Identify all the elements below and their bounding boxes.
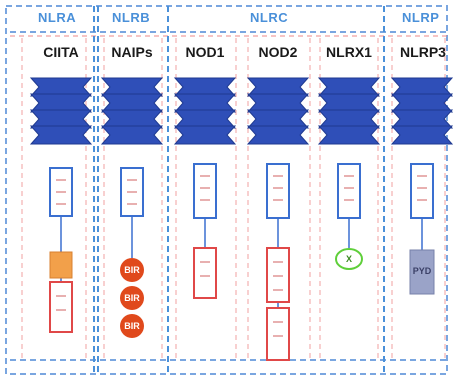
family-label-nlrb: NLRB — [112, 10, 151, 25]
connectors — [60, 216, 423, 308]
lrr-segment-nod1-1 — [173, 77, 237, 97]
bir-domain-2 — [120, 286, 144, 310]
bir-label-3: BIR — [124, 321, 140, 331]
pyd-domain-nlrp3 — [409, 249, 435, 295]
family-label-nlra: NLRA — [38, 10, 77, 25]
lrr-segment-nod1-3 — [173, 109, 237, 129]
lrr-domains — [29, 77, 453, 145]
bir-label-2: BIR — [124, 293, 140, 303]
lrr-segment-naips-2 — [100, 93, 164, 113]
lrr-segment-ciita-1 — [29, 77, 93, 97]
nacht-nod1 — [193, 163, 217, 219]
lrr-segment-nod1-4 — [173, 125, 237, 145]
family-label-nlrp: NLRP — [402, 10, 440, 25]
x-domain-nlrx1 — [335, 248, 363, 270]
lrr-segment-nlrx1-2 — [317, 93, 381, 113]
card-domain-nod2-b — [266, 307, 290, 361]
member-name-nlrp3: NLRP3 — [400, 44, 446, 60]
nacht-domains — [49, 163, 434, 219]
x-domain-label: X — [345, 254, 352, 264]
member-name-ciita: CIITA — [43, 44, 79, 60]
member-name-naips: NAIPs — [111, 44, 153, 60]
bir-domain-1 — [120, 258, 144, 282]
member-guides — [21, 38, 446, 360]
nacht-nod2 — [266, 163, 290, 219]
nacht-nlrp3 — [410, 163, 434, 219]
member-name-nlrx1: NLRX1 — [326, 44, 372, 60]
bir-domain-3 — [120, 314, 144, 338]
outer-frame — [5, 5, 448, 375]
lrr-segment-ciita-2 — [29, 93, 93, 113]
member-name-nod1: NOD1 — [185, 44, 225, 60]
ad-domain-ciita — [49, 251, 73, 279]
nacht-nlrx1 — [337, 163, 361, 219]
lrr-segment-nod1-2 — [173, 93, 237, 113]
lrr-segment-nod2-1 — [246, 77, 310, 97]
card-domain-nod1 — [193, 247, 217, 299]
nacht-ticks — [56, 175, 427, 205]
bir-label-1: BIR — [124, 265, 140, 275]
lrr-segment-nod2-4 — [246, 125, 310, 145]
lrr-segment-nlrp3-4 — [390, 125, 453, 145]
lrr-segment-nlrx1-4 — [317, 125, 381, 145]
member-name-nod2: NOD2 — [258, 44, 298, 60]
family-label-nlrc: NLRC — [250, 10, 289, 25]
lrr-segment-nlrp3-2 — [390, 93, 453, 113]
pyd-label: PYD — [412, 266, 432, 276]
lrr-segment-nod2-3 — [246, 109, 310, 129]
lrr-segment-nlrx1-3 — [317, 109, 381, 129]
card-domain-ciita — [49, 281, 73, 333]
card-domain-nod2-a — [266, 247, 290, 303]
lrr-segment-nod2-2 — [246, 93, 310, 113]
lrr-segment-naips-4 — [100, 125, 164, 145]
lrr-segment-naips-3 — [100, 109, 164, 129]
lrr-segment-nlrp3-3 — [390, 109, 453, 129]
lrr-segment-ciita-4 — [29, 125, 93, 145]
lrr-segment-nlrx1-1 — [317, 77, 381, 97]
lrr-segment-nlrp3-1 — [390, 77, 453, 97]
lrr-segment-naips-1 — [100, 77, 164, 97]
lrr-segment-ciita-3 — [29, 109, 93, 129]
